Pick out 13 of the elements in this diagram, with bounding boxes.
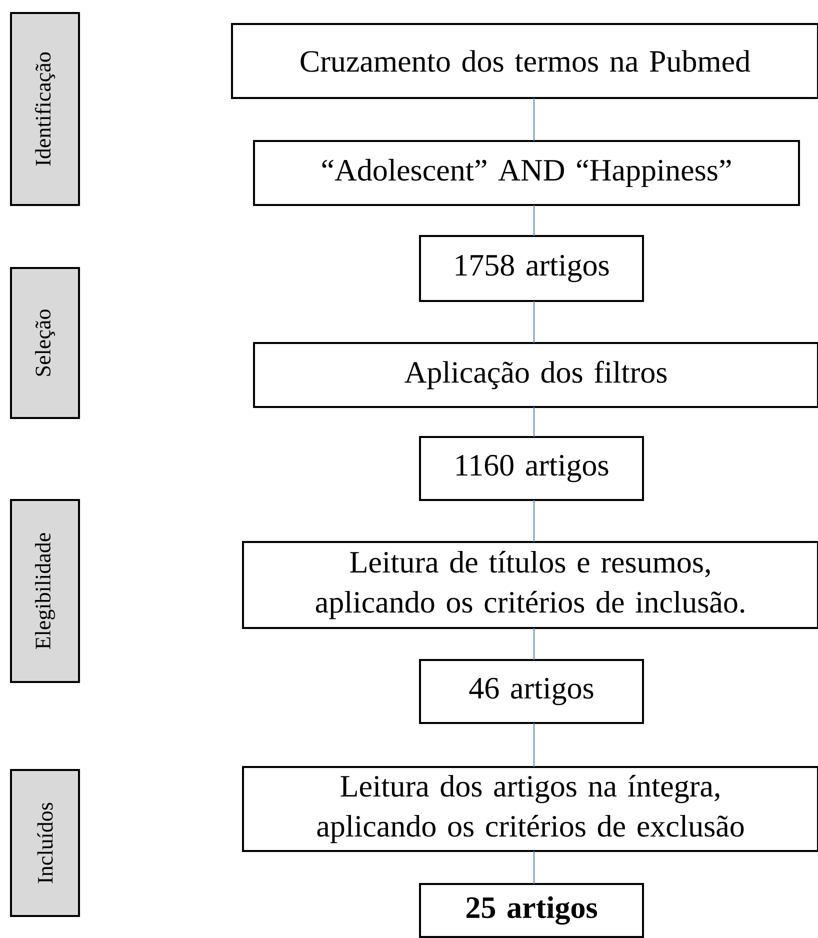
stage-label-box: Seleção	[10, 267, 80, 419]
count-box: 1160 artigos	[419, 436, 644, 501]
stage-label-box: Incluídos	[10, 769, 80, 917]
process-box: Aplicação dos filtros	[253, 342, 818, 408]
process-box: Cruzamento dos termos na Pubmed	[231, 23, 818, 99]
stage-label-box: Identificação	[10, 12, 80, 206]
process-box: Leitura dos artigos na íntegra, aplicando os critérios de exclusão	[242, 766, 818, 852]
count-box: 1758 artigos	[419, 235, 644, 302]
process-box: Leitura de títulos e resumos, aplicando os critérios de inclusão.	[242, 541, 818, 629]
stage-label-box: Elegibilidade	[10, 499, 80, 683]
count-box: 25 artigos	[419, 883, 644, 938]
count-box: 46 artigos	[419, 659, 644, 724]
process-box: “Adolescent” AND “Happiness”	[253, 140, 800, 206]
